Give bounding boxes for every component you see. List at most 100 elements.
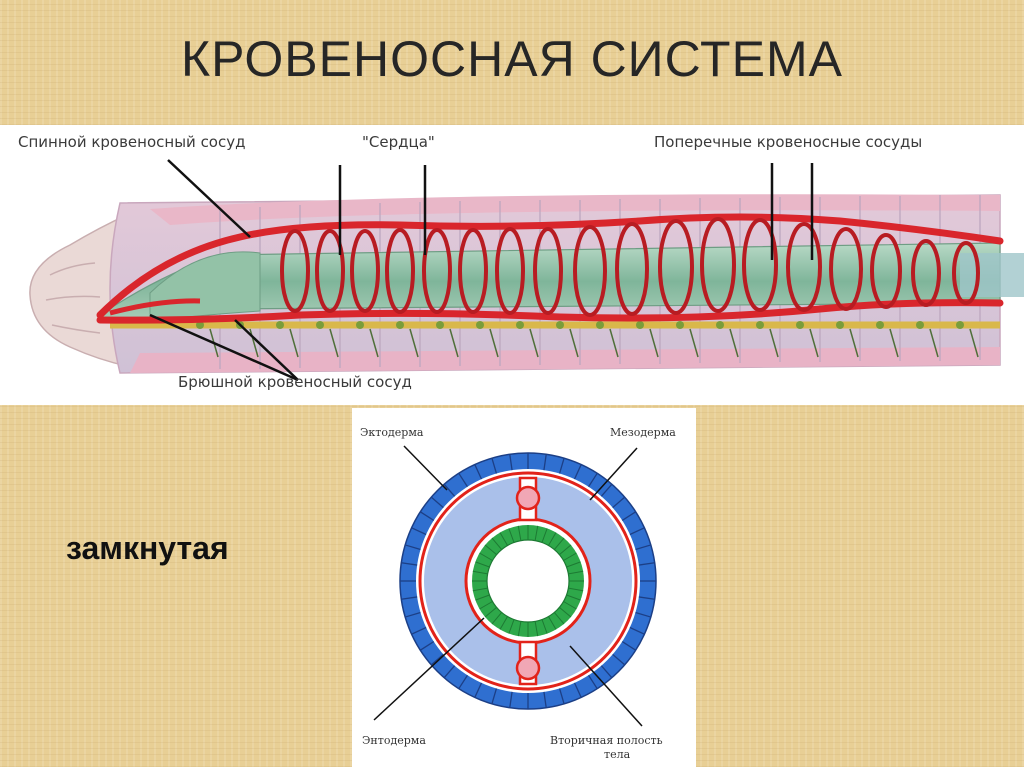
nerve-ganglia	[196, 321, 964, 329]
ectoderm-cell-wall	[401, 596, 418, 600]
label-endoderm: Энтодерма	[362, 734, 426, 747]
label-leader-lines	[149, 159, 814, 382]
ectoderm-cell-wall	[509, 691, 513, 708]
endoderm-cell-wall	[563, 552, 577, 561]
cross-leader-lines	[373, 445, 643, 727]
ectoderm-cell-wall	[558, 458, 565, 474]
endoderm-cell-wall	[472, 570, 488, 575]
ectoderm-cell-wall	[635, 611, 651, 618]
ectoderm-cell-wall	[411, 527, 427, 536]
label-hearts: "Сердца"	[362, 133, 435, 151]
ventral-vessel-section	[515, 655, 541, 681]
ectoderm-cell-wall	[474, 682, 483, 698]
ventral-vessel	[96, 299, 1004, 324]
transverse-vessels	[280, 217, 980, 317]
label-transverse-vessels: Поперечные кровеносные сосуды	[654, 133, 923, 151]
ectoderm-cell-wall	[474, 464, 483, 480]
ectoderm-cell-wall	[430, 496, 444, 509]
ectoderm-cell-wall	[405, 611, 421, 618]
ectoderm-cell-wall	[588, 674, 598, 690]
endoderm-cell-wall	[541, 619, 548, 634]
ectoderm-cell-wall	[573, 682, 582, 698]
ectoderm-cell-wall	[411, 626, 427, 635]
endoderm-cell-wall	[517, 621, 522, 637]
ectoderm-cell-wall	[419, 511, 435, 521]
ectoderm-cell-wall	[405, 544, 421, 551]
endoderm-cell-wall	[491, 537, 503, 550]
endoderm-cells	[472, 525, 584, 637]
endoderm-cell-wall	[475, 561, 490, 568]
endoderm-cell-wall	[508, 528, 515, 543]
endoderm-cell-wall	[548, 532, 557, 546]
worm-diagram: Спинной кровеносный сосуд "Сердца" Попер…	[0, 125, 1024, 405]
endoderm-cell-wall	[548, 616, 557, 630]
ventral-nerves	[209, 328, 979, 358]
endoderm-cell-wall	[559, 544, 572, 556]
label-secondary-cavity-body: тела	[604, 748, 631, 761]
ectoderm-cell-wall	[629, 527, 645, 536]
endoderm-cell-wall	[475, 594, 490, 601]
endoderm-cell-wall	[553, 537, 565, 550]
endoderm-cell-wall	[484, 606, 497, 618]
ectoderm-cell-wall	[401, 562, 418, 566]
ectoderm-cell-wall	[621, 511, 637, 521]
ectoderm-cell-wall	[600, 483, 613, 497]
ectoderm-cell-wall	[612, 653, 626, 666]
ectoderm-cell-wall	[458, 472, 468, 488]
ectoderm-cell-wall	[443, 665, 456, 679]
slide-title: КРОВЕНОСНАЯ СИСТЕМА	[181, 31, 843, 87]
ectoderm-cells	[400, 453, 656, 709]
endoderm-cell-wall	[472, 587, 488, 592]
endoderm-cell-wall	[566, 594, 581, 601]
endoderm-cell-wall	[566, 561, 581, 568]
ectoderm-cell-wall	[612, 496, 626, 509]
ectoderm-cell-wall	[573, 464, 582, 480]
endoderm-cell-wall	[508, 619, 515, 634]
dorsal-vessel	[96, 213, 1004, 319]
ectoderm-cell-wall	[458, 674, 468, 690]
ectoderm-cell-wall	[588, 472, 598, 488]
ectoderm-cell-wall	[491, 688, 498, 704]
endoderm-cell-wall	[563, 601, 577, 610]
closed-system-label: замкнутая	[66, 530, 229, 566]
dorsal-vessel-section	[515, 485, 541, 511]
ectoderm-cell-wall	[635, 544, 651, 551]
label-dorsal-vessel: Спинной кровеносный сосуд	[18, 133, 246, 151]
endoderm-cell-wall	[484, 544, 497, 556]
ectoderm-cell-wall	[638, 596, 655, 600]
ectoderm-cell-wall	[621, 641, 637, 651]
label-ventral-vessel: Брюшной кровеносный сосуд	[178, 373, 412, 391]
mesoderm-outer	[418, 471, 638, 691]
endoderm-cell-wall	[499, 616, 508, 630]
ectoderm-cell-wall	[543, 691, 547, 708]
endoderm-cell-wall	[568, 587, 584, 592]
worm-ventral-band	[130, 347, 1000, 373]
ectoderm-cell-wall	[558, 688, 565, 704]
worm-illustration	[29, 159, 1024, 382]
endoderm-cell-wall	[553, 612, 565, 625]
ectoderm-cell-wall	[491, 458, 498, 474]
endoderm-cell-wall	[517, 525, 522, 541]
ectoderm-cell-wall	[419, 641, 435, 651]
label-ectoderm: Эктодерма	[360, 426, 424, 439]
ectoderm-cell-wall	[600, 665, 613, 679]
label-secondary-cavity: Вторичная полость	[550, 734, 663, 747]
endoderm-cell-wall	[479, 601, 493, 610]
ectoderm-cell-wall	[509, 454, 513, 471]
worm-dorsal-band	[150, 194, 1000, 225]
endoderm-cell-wall	[534, 621, 539, 637]
endoderm-cell-wall	[499, 532, 508, 546]
endoderm-cell-wall	[491, 612, 503, 625]
ectoderm-cell-wall	[430, 653, 444, 666]
label-mesoderm: Мезодерма	[610, 426, 676, 439]
ectoderm-cell-wall	[629, 626, 645, 635]
endoderm-cell-wall	[534, 525, 539, 541]
endoderm-cell-wall	[541, 528, 548, 543]
ectoderm-cell-wall	[543, 454, 547, 471]
endoderm-cell-wall	[479, 552, 493, 561]
ectoderm-cell-wall	[638, 562, 655, 566]
endoderm-cell-wall	[568, 570, 584, 575]
ectoderm-cell-wall	[443, 483, 456, 497]
cross-section-diagram: Эктодерма Мезодерма Энтодерма Вторичная …	[352, 408, 696, 767]
cross-section-illustration	[373, 445, 657, 727]
